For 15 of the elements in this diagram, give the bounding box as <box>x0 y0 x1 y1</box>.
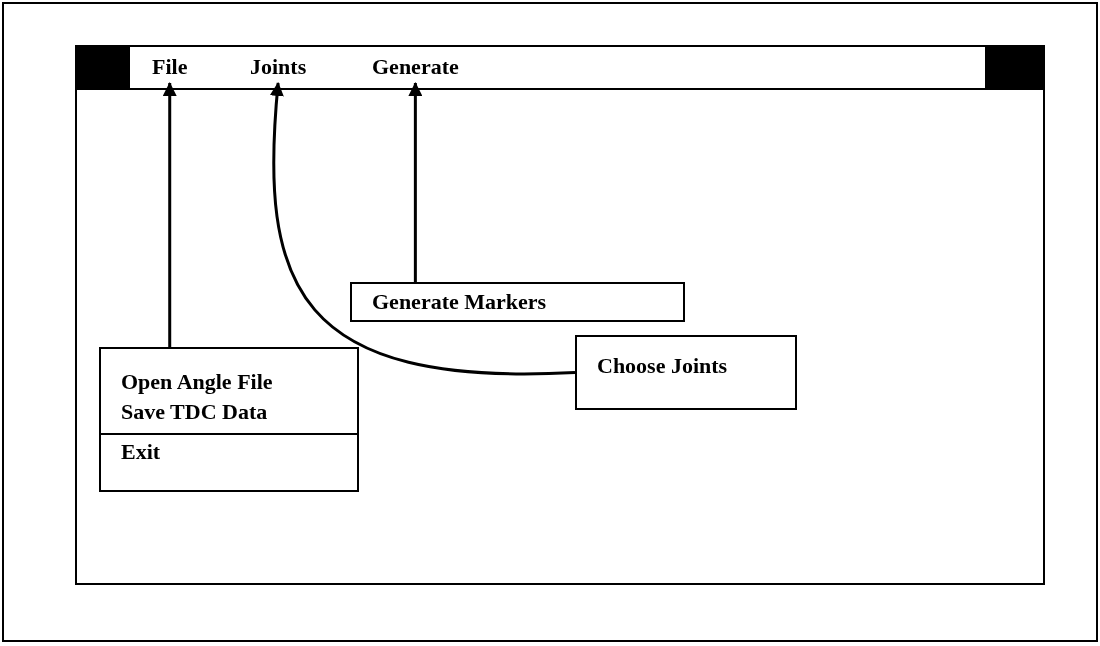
menu-item: File <box>152 52 188 82</box>
menu-item-text: Choose Joints <box>596 352 729 380</box>
menu-item-text: Save TDC Data <box>120 398 269 426</box>
window-frame <box>75 45 1045 585</box>
submenu-panel <box>99 347 359 492</box>
submenu-panel <box>350 282 685 322</box>
menu-item-text: Generate Markers <box>371 288 548 316</box>
menu-item: Generate <box>372 52 459 82</box>
arrow <box>162 82 177 347</box>
menu-item-text: Open Angle File <box>120 368 274 396</box>
menu-item-text: Exit <box>101 433 357 467</box>
menu-item: Joints <box>250 52 307 82</box>
submenu-panel <box>575 335 797 410</box>
arrow <box>408 82 423 282</box>
arrow <box>270 82 576 376</box>
